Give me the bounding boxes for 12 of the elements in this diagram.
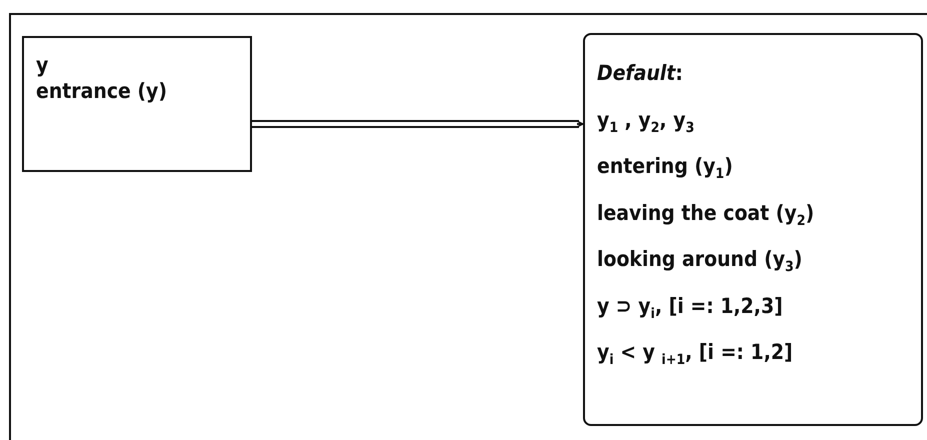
box-text: y ⊃ y$_{i}$, [i =: 1,2,3] — [597, 292, 783, 318]
box-text: entrance (y) — [36, 78, 167, 104]
text-box — [583, 33, 923, 426]
box-text: y — [36, 52, 48, 78]
box-text: y$_{1}$ , y$_{2}$, y$_{3}$ — [597, 106, 694, 132]
box-text: y$_{i}$ < y $_{i+1}$, [i =: 1,2] — [597, 339, 793, 365]
box-text: Default: — [597, 60, 683, 86]
box-text: leaving the coat (y$_{2}$) — [597, 200, 814, 226]
box-text: entering (y$_{1}$) — [597, 153, 733, 179]
double-arrow — [251, 120, 584, 128]
box-text: looking around (y$_{3}$) — [597, 246, 802, 272]
text-box — [22, 36, 252, 172]
